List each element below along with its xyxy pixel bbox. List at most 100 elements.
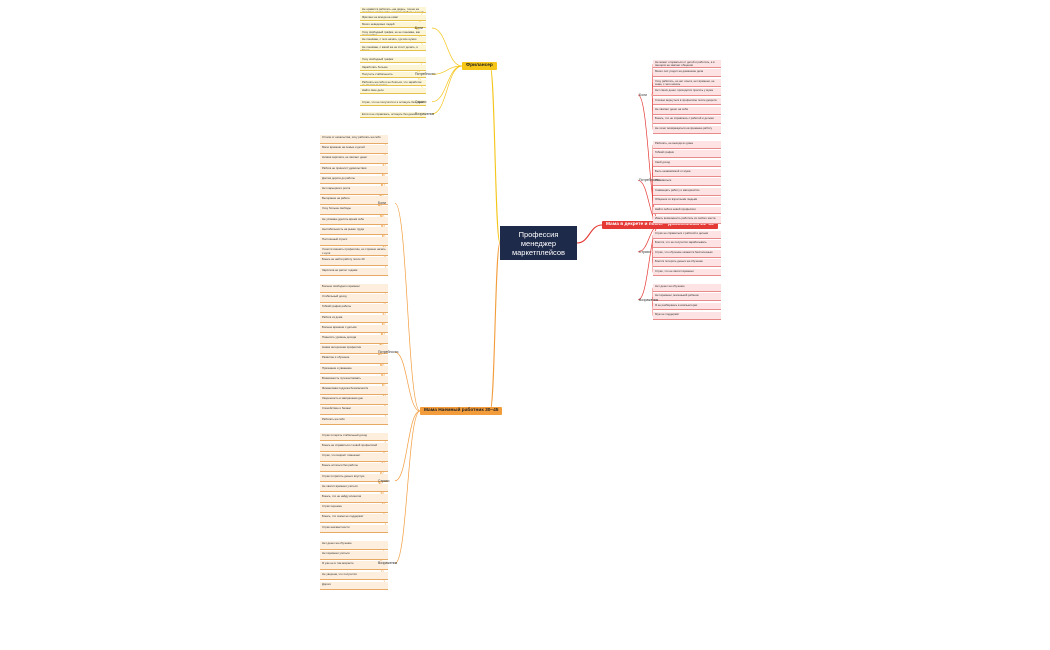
leaf-topic[interactable]: Страх, что не хватит времени (653, 268, 721, 277)
leaf-topic[interactable]: Нет карьерного роста (320, 186, 388, 195)
leaf-topic[interactable]: Иметь возможность работать из любого мес… (653, 216, 721, 224)
leaf-topic[interactable]: Нет денег на обучение (653, 283, 721, 292)
leaf-topic[interactable]: Не хочет возвращаться на прежнюю работу (653, 125, 721, 134)
subtopic-0-2[interactable]: Страхи (415, 99, 427, 104)
subtopic-1-1[interactable]: Потребности (639, 178, 660, 183)
leaf-topic[interactable]: Низкая зарплата, не хватает денег (320, 155, 388, 164)
leaf-topic[interactable]: Боюсь остаться без работы (320, 463, 388, 473)
leaf-topic[interactable]: Страх перемен (320, 504, 388, 513)
subtopic-1-0[interactable]: Боли (639, 92, 647, 97)
leaf-topic[interactable]: Боюсь, что не найду клиентов (320, 494, 388, 503)
leaf-topic[interactable]: Боюсь не справиться с новой профессией (320, 443, 388, 452)
leaf-topic[interactable]: Страх неизвестности (320, 524, 388, 534)
leaf-topic[interactable]: Гибкий график (653, 150, 721, 159)
connector-line (394, 410, 421, 482)
leaf-topic[interactable]: Совмещать работу и материнство (653, 187, 721, 196)
leaf-topic[interactable]: Больше свободного времени (320, 283, 388, 293)
leaf-topic[interactable]: Не нравится работать «на дядю», тошно на… (360, 7, 426, 13)
leaf-topic[interactable]: Работа не приносит удовольствия (320, 165, 388, 175)
leaf-topic[interactable]: Зарплата не растет годами (320, 267, 388, 277)
leaf-topic[interactable]: Хочу работать, но нет опыта, нет времени… (653, 78, 721, 87)
connector-line (489, 242, 501, 412)
branch-mom-hired[interactable]: Мама Наемный работник 30–45 (420, 407, 503, 415)
leaf-topic[interactable]: Повысить уровень дохода (320, 334, 388, 344)
leaf-topic[interactable]: Уверенность в завтрашнем дне (320, 396, 388, 405)
leaf-topic[interactable]: Свой доход (653, 159, 721, 168)
leaf-topic[interactable]: Развиваться (653, 178, 721, 187)
leaf-topic[interactable]: Дорого (320, 581, 388, 591)
leaf-topic[interactable]: Хочу больше свободы (320, 206, 388, 215)
leaf-topic[interactable]: Работать на себя (320, 416, 388, 426)
leaf-topic[interactable]: Выгорание на работе (320, 196, 388, 205)
leaf-topic[interactable]: Нет своих денег, приходится просить у му… (653, 88, 721, 96)
leaf-topic[interactable]: Много неведомых людей (360, 22, 426, 29)
leaf-topic[interactable]: Если я не справлюсь, останусь без денег (360, 111, 426, 118)
subtopic-0-0[interactable]: Боли (415, 26, 423, 30)
leaf-topic[interactable]: Не хватает денег на себя (653, 107, 721, 115)
leaf-topic[interactable]: Постоянный стресс (320, 237, 388, 246)
leaf-topic[interactable]: Фриланс не всегда на охват (360, 14, 426, 21)
leaf-topic[interactable]: Страх, что не получится и я останусь без… (360, 99, 426, 106)
leaf-topic[interactable]: Заработать больше (360, 64, 426, 71)
leaf-topic[interactable]: Много сил уходит на домашние дела (653, 69, 721, 78)
central-topic[interactable]: Профессия менеджер маркетплейсов (500, 226, 577, 260)
leaf-topic[interactable]: Найти себя в новой профессии (653, 206, 721, 215)
leaf-topic[interactable]: Я уже не в том возрасте (320, 561, 388, 570)
leaf-topic[interactable]: Боится, что не получится зарабатывать (653, 240, 721, 249)
leaf-topic[interactable]: Новая интересная профессия (320, 345, 388, 354)
leaf-topic[interactable]: Нестабильность на рынке труда (320, 226, 388, 236)
subtopic-2-3[interactable]: Возражения (378, 561, 398, 566)
leaf-topic[interactable]: Не понимаю, с чего начать, где все нужно… (360, 37, 426, 44)
leaf-topic[interactable]: Боюсь не найти работу после 40 (320, 257, 388, 266)
branch-mom-online[interactable]: Мама в декрете и после – домохозяйка 24–… (602, 221, 718, 229)
leaf-topic[interactable]: Долгая дорога до работы (320, 175, 388, 185)
leaf-topic[interactable]: Страх не справиться с работой и детьми (653, 231, 721, 239)
leaf-topic[interactable]: Страх потерять стабильный доход (320, 432, 388, 442)
leaf-topic[interactable]: Не может оторваться от детей и работать,… (653, 60, 721, 68)
leaf-topic[interactable]: Страх потратить деньги впустую (320, 473, 388, 483)
leaf-topic[interactable]: Больше времени с детьми (320, 324, 388, 334)
subtopic-2-1[interactable]: Потребности (378, 350, 399, 355)
leaf-topic[interactable]: Сложно вернуться в профессию после декре… (653, 97, 721, 106)
leaf-topic[interactable]: Получить стабильность (360, 72, 426, 79)
leaf-topic[interactable]: Работать на себя и не бояться, что зараб… (360, 79, 426, 86)
leaf-topic[interactable]: Не успеваю уделять время себе (320, 216, 388, 226)
leaf-topic[interactable]: Найти свое дело (360, 87, 426, 94)
leaf-topic[interactable]: Не уверена, что получится (320, 571, 388, 581)
leaf-topic[interactable]: Нет денег на обучение (320, 540, 388, 550)
leaf-topic[interactable]: Хочу свободный график (360, 57, 426, 64)
leaf-topic[interactable]: Гибкий график работы (320, 304, 388, 313)
subtopic-1-3[interactable]: Возражения (639, 297, 659, 302)
leaf-topic[interactable]: Мало времени на семью и детей (320, 145, 388, 154)
subtopic-0-1[interactable]: Потребности (415, 72, 436, 77)
leaf-topic[interactable]: Страх, что возраст помешает (320, 453, 388, 462)
leaf-topic[interactable]: Страх, что обучение окажется бесполезным (653, 249, 721, 258)
leaf-topic[interactable]: Не понимаю, с какой же не стоит делать, … (360, 45, 426, 51)
leaf-topic[interactable]: Спокойствие и баланс (320, 406, 388, 415)
subtopic-0-3[interactable]: Возражения (415, 111, 435, 116)
leaf-topic[interactable]: Работать, не выходя из дома (653, 140, 721, 149)
leaf-topic[interactable]: Стабильный доход (320, 294, 388, 303)
leaf-topic[interactable]: Признание и уважение (320, 365, 388, 375)
leaf-topic[interactable]: Финансовая подушка безопасности (320, 385, 388, 395)
leaf-topic[interactable]: Не хватит времени учиться (320, 483, 388, 493)
leaf-topic[interactable]: Общение со взрослыми людьми (653, 197, 721, 206)
leaf-topic[interactable]: Возможность путешествовать (320, 375, 388, 385)
leaf-topic[interactable]: Боюсь, что семья не поддержит (320, 514, 388, 524)
subtopic-1-2[interactable]: Страхи (639, 249, 651, 254)
leaf-topic[interactable]: Муж не поддержит (653, 311, 721, 320)
leaf-topic[interactable]: Боится потерять деньги на обучение (653, 259, 721, 268)
leaf-topic[interactable]: Я не разбираюсь в компьютерах (653, 302, 721, 311)
leaf-topic[interactable]: Хочется сменить профессию, но страшно на… (320, 247, 388, 256)
subtopic-2-0[interactable]: Боли (378, 201, 386, 206)
leaf-topic[interactable]: Нет времени, маленький ребенок (653, 293, 721, 301)
branch-freelancer[interactable]: Фрилансер (462, 62, 497, 70)
leaf-topic[interactable]: Устала от начальства, хочу работать на с… (320, 135, 388, 144)
leaf-topic[interactable]: Работа из дома (320, 314, 388, 324)
leaf-topic[interactable]: Нет времени учиться (320, 551, 388, 560)
leaf-topic[interactable]: Хочу свободный график, но не понимаю, ка… (360, 29, 426, 36)
subtopic-2-2[interactable]: Страхи (378, 478, 390, 483)
leaf-topic[interactable]: Быть независимой от мужа (653, 169, 721, 177)
leaf-topic[interactable]: Развитие и обучение (320, 355, 388, 364)
leaf-topic[interactable]: Боюсь, что не справлюсь с работой и деть… (653, 116, 721, 125)
